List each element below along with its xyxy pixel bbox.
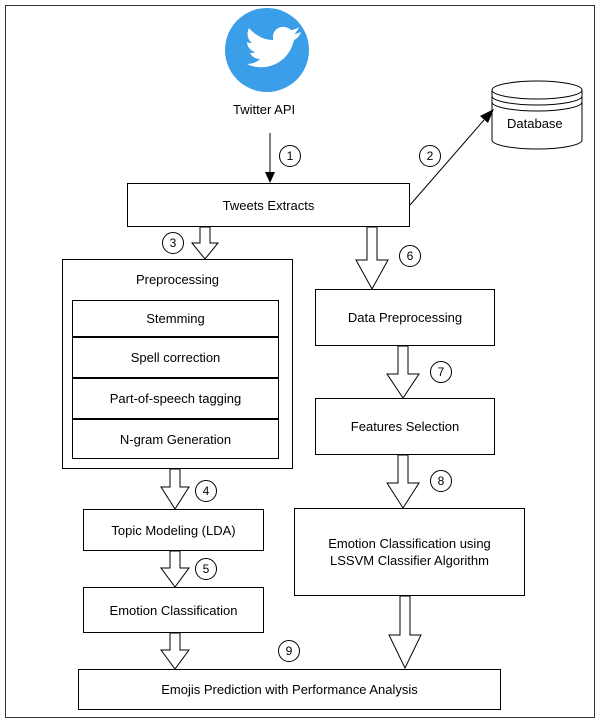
data-preprocessing-box: Data Preprocessing: [315, 289, 495, 346]
step-number-5: 5: [195, 558, 217, 580]
twitter-api-label: Twitter API: [233, 102, 296, 117]
features-selection-label: Features Selection: [350, 419, 460, 434]
features-selection-box: Features Selection: [315, 398, 495, 455]
step-label-spell-correction: Spell correction: [130, 350, 221, 365]
arrow-source-to-tweets: [265, 133, 275, 183]
step-number-7: 7: [430, 361, 452, 383]
arrow-preprocessing-to-topic: [160, 468, 190, 510]
emotion-classification-box: Emotion Classification: [83, 587, 264, 633]
step-number-4: 4: [195, 480, 217, 502]
lssvm-classification-label: Emotion Classification using LSSVM Class…: [328, 536, 491, 568]
arrow-tweets-to-preprocessing: [190, 226, 220, 260]
arrow-tweets-to-data-preprocessing: [355, 226, 389, 291]
emojis-prediction-box: Emojis Prediction with Performance Analy…: [78, 669, 501, 710]
ngram-step: N-gram Generation: [72, 419, 279, 459]
arrow-lssvm-to-prediction: [388, 595, 422, 670]
topic-modeling-label: Topic Modeling (LDA): [111, 522, 236, 538]
tweets-extracts-label: Tweets Extracts: [222, 197, 315, 213]
step-label-ngram: N-gram Generation: [119, 431, 232, 447]
arrow-emotion-to-prediction: [160, 632, 190, 670]
step-number-9: 9: [278, 640, 300, 662]
step-number-6: 6: [399, 245, 421, 267]
arrow-tweets-to-database: [409, 109, 494, 206]
database-cylinder: [491, 80, 583, 150]
emotion-classification-label: Emotion Classification: [109, 602, 238, 618]
lssvm-classification-box: Emotion Classification using LSSVM Class…: [294, 508, 525, 596]
spell-correction-step: Spell correction: [72, 337, 279, 378]
preprocessing-title: Preprocessing: [135, 272, 220, 287]
step-label-stemming: Stemming: [146, 311, 205, 326]
pos-tagging-step: Part-of-speech tagging: [72, 378, 279, 419]
arrow-topic-to-emotion: [160, 550, 190, 588]
twitter-logo-icon: [225, 8, 309, 92]
emojis-prediction-label: Emojis Prediction with Performance Analy…: [161, 682, 418, 697]
database-label: Database: [507, 116, 563, 131]
topic-modeling-box: Topic Modeling (LDA): [83, 509, 264, 551]
step-label-pos-tagging: Part-of-speech tagging: [109, 391, 242, 406]
step-number-8: 8: [430, 470, 452, 492]
data-preprocessing-label: Data Preprocessing: [347, 310, 463, 325]
tweets-extracts-box: Tweets Extracts: [127, 183, 410, 227]
stemming-step: Stemming: [72, 300, 279, 337]
step-number-2: 2: [419, 145, 441, 167]
diagram-frame: [5, 5, 595, 718]
step-number-1: 1: [279, 145, 301, 167]
arrow-features-to-lssvm: [386, 454, 420, 509]
arrow-data-preprocessing-to-features: [386, 345, 420, 399]
step-number-3: 3: [162, 232, 184, 254]
